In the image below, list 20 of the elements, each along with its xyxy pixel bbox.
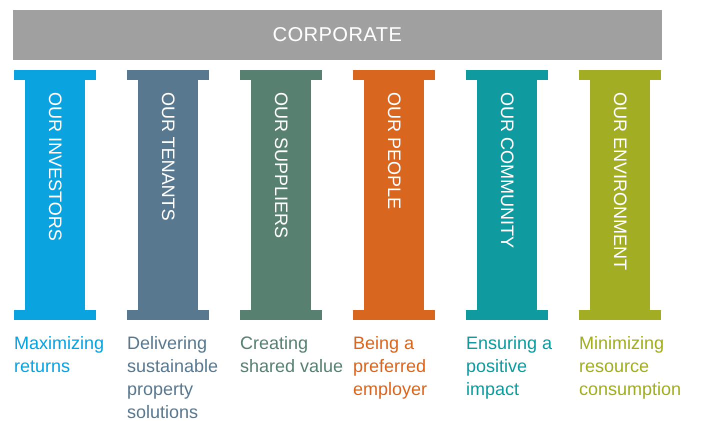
pillar-label: OUR TENANTS [159,92,177,221]
pillar [579,70,661,320]
pillar-caption: Maximizing returns [14,332,106,378]
pillar-label: OUR ENVIRONMENT [611,92,629,270]
pillar-label: OUR SUPPLIERS [272,92,290,238]
pillar-caption: Delivering sustainable property solutions [127,332,220,421]
pillar-caption: Minimizing resource consumption [579,332,682,401]
pillar-label: OUR INVESTORS [46,92,64,241]
pillar [353,70,435,320]
pillar-caption: Creating shared value [240,332,344,378]
corporate-bar [13,10,662,60]
pillar [240,70,322,320]
pillar-label: OUR COMMUNITY [498,92,516,248]
pillar-caption: Ensuring a positive impact [466,332,554,401]
pillar-label: OUR PEOPLE [385,92,403,210]
pillar [127,70,209,320]
pillar-caption: Being a preferred employer [353,332,428,401]
pillar [14,70,96,320]
pillar [466,70,548,320]
bar-label: CORPORATE [272,23,402,48]
